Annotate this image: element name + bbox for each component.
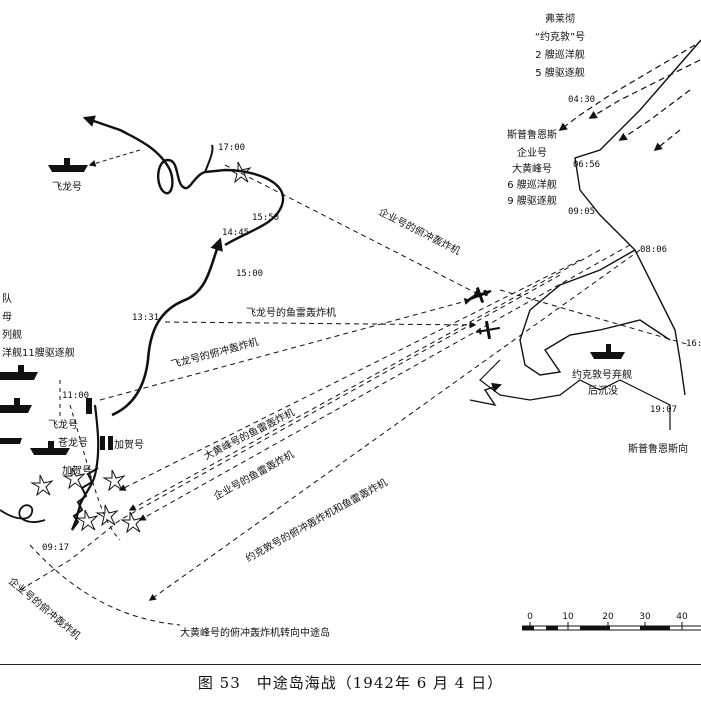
spruance-destroyers: 9 艘驱逐舰: [507, 194, 557, 207]
carrier-block-icon: [86, 398, 92, 414]
hiryu-top-label: 飞龙号: [52, 180, 82, 193]
time-0430: 04:30: [568, 95, 595, 105]
route-label-enterprise-dive: 企业号的俯冲轰炸机: [377, 205, 463, 257]
route-left-dash: [59, 380, 121, 541]
loop-track: [0, 504, 46, 523]
spruance-label: 斯普鲁恩斯: [507, 128, 557, 141]
yorktown-sunk-label-1: 约克敦号弃舰: [572, 368, 632, 381]
route-hiryu-torpedo: [164, 321, 477, 329]
downed-aircraft-icon: [30, 161, 252, 534]
kaga-label: 加贺号: [114, 439, 144, 451]
fletcher-destroyers: 5 艘驱逐舰: [535, 66, 585, 79]
yorktown-sunk-icon: [590, 344, 625, 359]
us-track-3: [588, 59, 701, 119]
route-hiryu-dive: [99, 298, 472, 401]
route-hornet-torpedo: [118, 259, 581, 491]
scale-tick: 30: [639, 612, 651, 622]
time-1600: 16:0: [686, 339, 701, 349]
time-0806: 08:06: [640, 245, 667, 255]
route-label-hiryu-dive: 飞龙号的俯冲轰炸机: [169, 335, 259, 371]
time-1445: 14:45: [222, 228, 249, 238]
us-track-4: [618, 89, 691, 141]
scale-tick: 40: [676, 612, 688, 622]
spruance-cruisers: 6 艘巡洋舰: [507, 178, 557, 191]
yorktown-sunk-label-2: 后沉没: [588, 384, 618, 397]
battle-map: 弗莱彻 “约克敦”号 2 艘巡洋舰 5 艘驱逐舰 斯普鲁恩斯 企业号 大黄峰号 …: [0, 12, 701, 642]
jp-fleet-line1: 队: [2, 292, 12, 305]
jp-fleet-line2: 母: [2, 311, 12, 323]
aircraft-icon: [468, 286, 492, 304]
spruance-track: [519, 249, 671, 376]
ship-icon: [0, 365, 38, 380]
scale-bar: 0 10 20 30 40: [522, 612, 701, 631]
time-0656: 06:56: [573, 160, 600, 170]
route-to-hiryu-ship: [88, 149, 141, 167]
route-lower-curve: [29, 544, 181, 626]
time-1907: 19:07: [650, 405, 677, 415]
zigzag-track: [71, 467, 99, 531]
soryu-label: 苍龙号: [58, 436, 88, 449]
spruance-to-label: 斯普鲁恩斯向: [628, 442, 688, 455]
hiryu-ship-icon: [48, 158, 88, 172]
route-enterprise-return: [499, 289, 691, 346]
carrier-block-icon: [100, 436, 105, 450]
fletcher-cruisers: 2 艘巡洋舰: [535, 48, 585, 61]
route-enterprise-dive: [224, 164, 482, 296]
spruance-lower: [469, 382, 502, 407]
time-1550: 15:50: [252, 213, 279, 223]
route-yorktown-mixed: [138, 244, 631, 521]
jp-fleet-line4: 洋舰11艘驱逐舰: [2, 346, 75, 359]
ship-icon: [0, 398, 32, 413]
scale-tick: 0: [527, 612, 533, 622]
hiryu-left-label: 飞龙号: [48, 418, 78, 431]
hiryu-track-north: [82, 115, 285, 247]
scale-tick: 20: [602, 612, 614, 622]
time-1700: 17:00: [218, 143, 245, 153]
fletcher-label: 弗莱彻: [545, 12, 575, 25]
route-label-enterprise-dive-2: 企业号的俯冲轰炸机: [6, 574, 83, 642]
time-1500: 15:00: [236, 269, 263, 279]
scale-tick: 10: [562, 612, 574, 622]
route-label-yorktown-mixed: 约克敦号的俯冲轰炸机和鱼雷轰炸机: [243, 476, 389, 565]
us-track-5: [653, 129, 681, 152]
time-0905: 09:05: [568, 207, 595, 217]
yorktown-label: “约克敦”号: [535, 30, 585, 43]
carrier-block-icon: [108, 436, 113, 450]
map-bottom-border: [0, 664, 701, 665]
figure-caption: 图 53 中途岛海战（1942年 6 月 4 日）: [197, 674, 504, 692]
time-1100: 11:00: [62, 391, 89, 401]
ship-icon: [0, 438, 22, 444]
hiryu-track-main: [111, 237, 223, 417]
hornet-label: 大黄峰号: [512, 162, 552, 175]
akagi-label: 加贺号: [62, 465, 92, 477]
route-label-enterprise-torpedo: 企业号的鱼雷轰炸机: [211, 448, 296, 503]
route-enterprise-dive-2: [19, 274, 561, 591]
aircraft-icon: [476, 320, 500, 340]
yorktown-track: [574, 39, 701, 396]
ship-icon: [30, 441, 70, 455]
route-hornet-dive-turn: [148, 249, 641, 601]
jp-fleet-line3: 列舰: [2, 328, 22, 341]
route-label-hornet-dive-turn: 大黄峰号的俯冲轰炸机转向中途岛: [180, 626, 330, 639]
time-1331: 13:31: [132, 313, 159, 323]
hiryu-final: [204, 144, 214, 173]
enterprise-label: 企业号: [517, 146, 547, 159]
route-label-hiryu-torpedo: 飞龙号的鱼雷轰炸机: [246, 306, 336, 319]
time-0917: 09:17: [42, 543, 69, 553]
